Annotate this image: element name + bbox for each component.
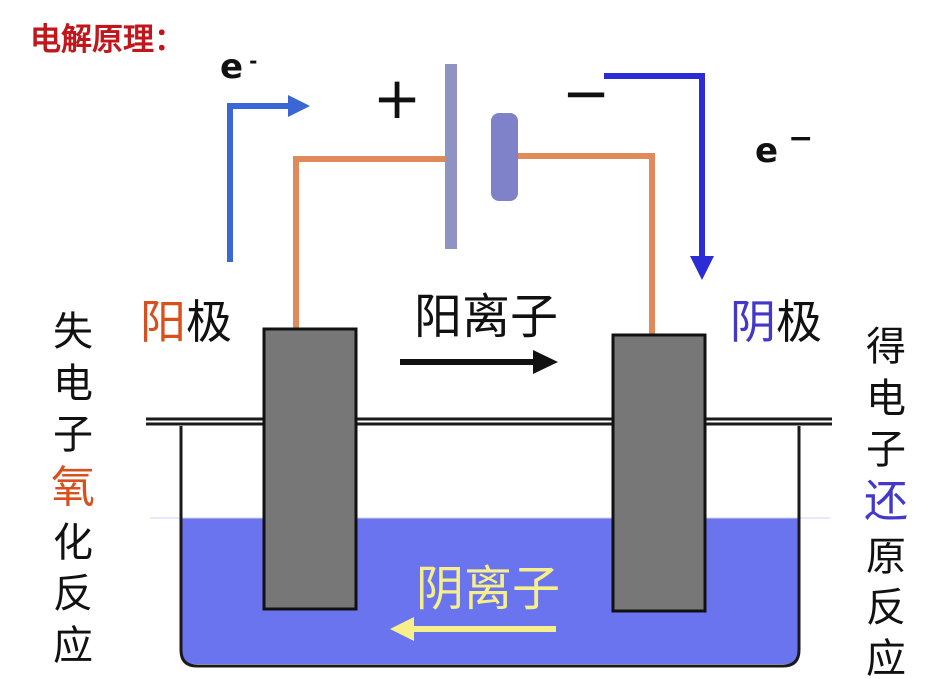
- page-title: 电解原理：: [30, 22, 185, 58]
- oxidation-text: 失 电 子 氧 化 反 应: [51, 309, 95, 669]
- electron-arrow-right: [604, 73, 714, 280]
- anion-label: 阴离子: [416, 561, 560, 617]
- svg-text:还: 还: [864, 476, 908, 527]
- svg-text:电: 电: [866, 376, 906, 422]
- battery-positive-plate: [445, 64, 457, 249]
- svg-text:原: 原: [866, 534, 906, 580]
- svg-text:应: 应: [866, 636, 906, 679]
- cathode-label: 阴极: [730, 295, 822, 349]
- svg-text:应: 应: [53, 623, 93, 669]
- beaker: [146, 417, 832, 668]
- svg-text:电: 电: [53, 361, 93, 407]
- anode-electrode: [262, 327, 358, 611]
- anode-wire: [293, 156, 447, 330]
- svg-text:反: 反: [53, 571, 93, 617]
- reduction-text: 得 电 子 还 原 反 应: [864, 324, 908, 679]
- electron-arrow-left: [227, 95, 310, 262]
- battery-negative-plate: [491, 113, 518, 201]
- svg-text:得: 得: [866, 324, 906, 370]
- anode-label: 阳极: [140, 295, 232, 349]
- svg-text:氧: 氧: [51, 462, 95, 513]
- anion-arrow: [390, 617, 556, 641]
- svg-text:化: 化: [53, 520, 93, 566]
- cathode-electrode: [611, 333, 707, 613]
- positive-sign: +: [373, 64, 422, 132]
- cation-arrow: [400, 350, 558, 374]
- cathode-wire: [510, 153, 655, 336]
- svg-text:反: 反: [866, 585, 906, 631]
- cation-label: 阳离子: [414, 289, 558, 345]
- svg-text:子: 子: [866, 427, 906, 473]
- electron-label-right: e−: [755, 121, 813, 171]
- electron-label-left: e-: [220, 47, 257, 87]
- svg-text:子: 子: [53, 412, 93, 458]
- negative-sign: −: [562, 59, 611, 127]
- svg-text:失: 失: [53, 309, 93, 355]
